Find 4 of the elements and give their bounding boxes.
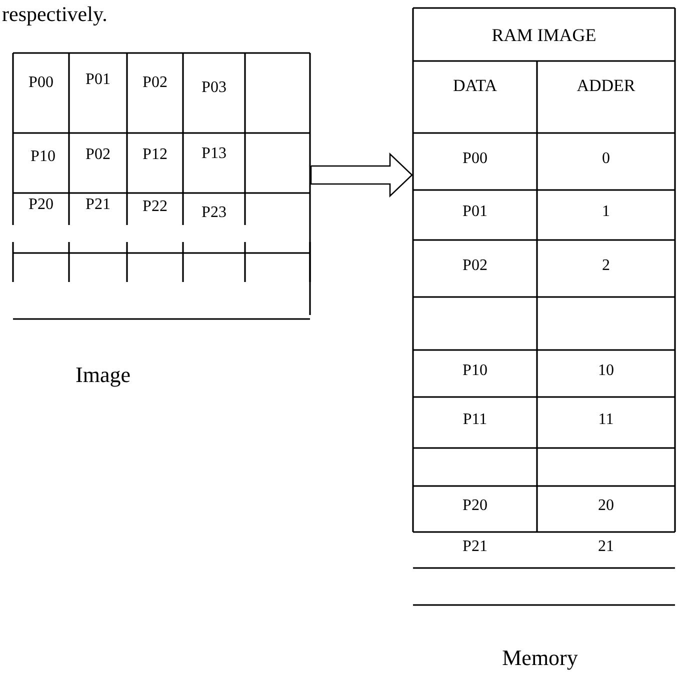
block-arrow: [310, 152, 413, 198]
caption-text: Image: [76, 362, 130, 388]
caption-text: respectively.: [2, 2, 108, 27]
caption-text: Memory: [502, 645, 578, 671]
